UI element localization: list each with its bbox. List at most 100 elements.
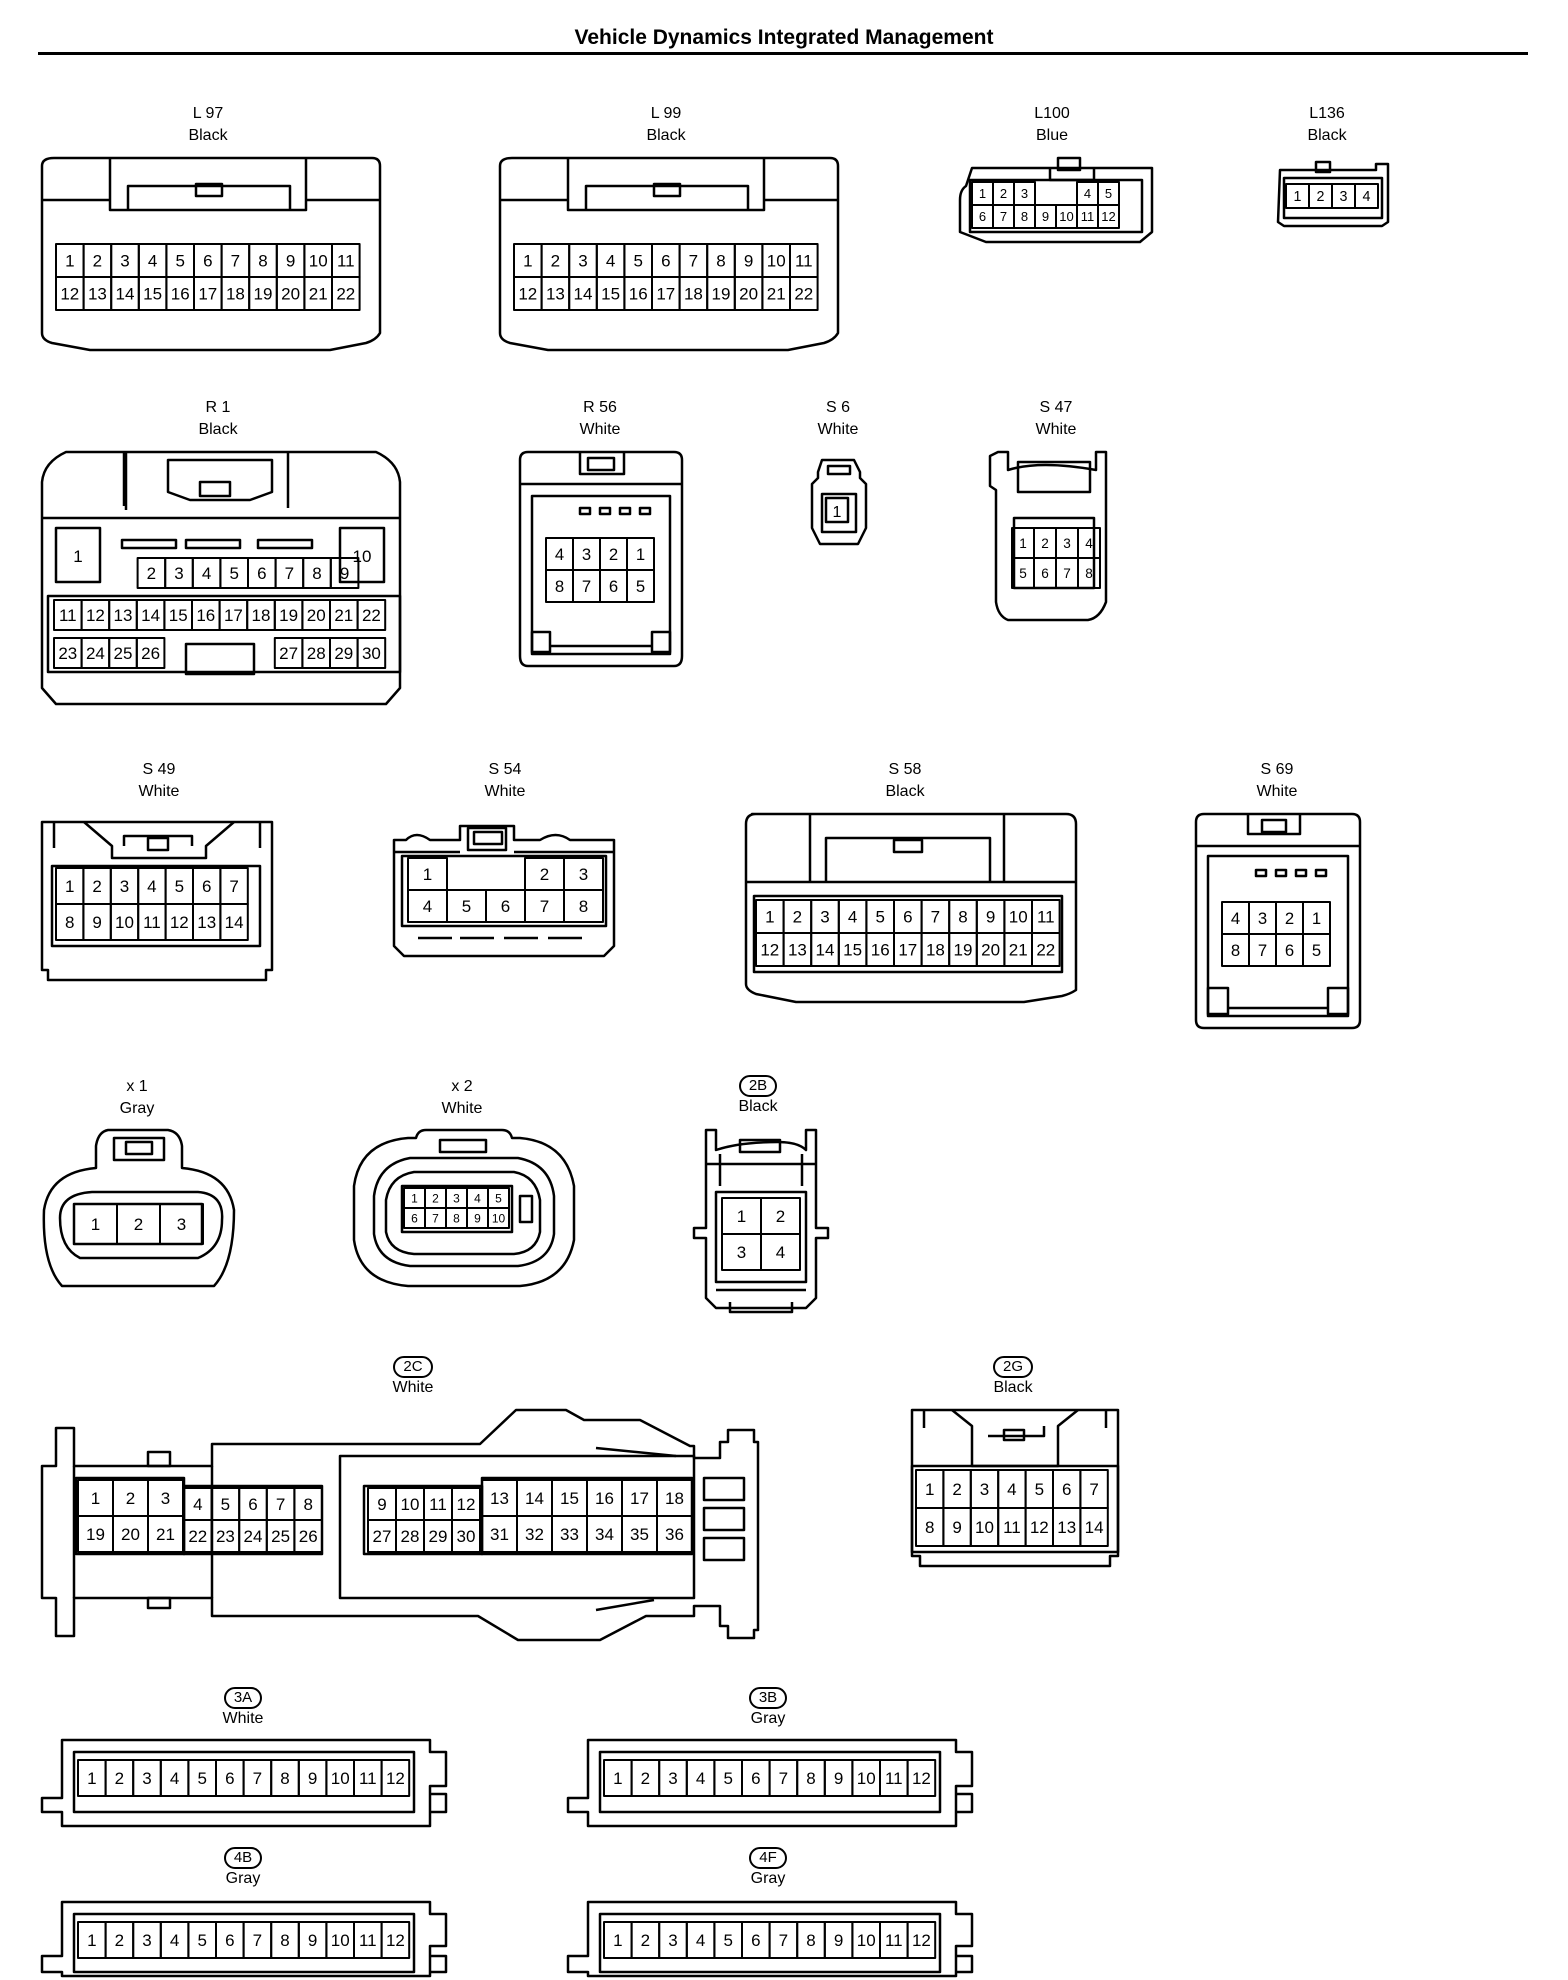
- pin-13: 13: [788, 941, 807, 960]
- pin-6: 6: [751, 1769, 760, 1788]
- pin-3: 3: [579, 865, 588, 884]
- header-R56: R 56 White: [550, 398, 650, 440]
- pin-30: 30: [457, 1527, 476, 1546]
- pin-18: 18: [252, 606, 271, 625]
- pin-3: 3: [980, 1480, 989, 1499]
- pin-2: 2: [432, 1191, 439, 1205]
- pin-8: 8: [579, 897, 588, 916]
- pin-16: 16: [171, 285, 190, 304]
- pin-9: 9: [308, 1931, 317, 1950]
- pin-22: 22: [362, 606, 381, 625]
- pin-cavity: [906, 1921, 937, 1959]
- pin-1: 1: [1019, 536, 1027, 551]
- pin-7: 7: [253, 1769, 262, 1788]
- pin-10: 10: [857, 1769, 876, 1788]
- pin-15: 15: [169, 606, 188, 625]
- pin-8: 8: [280, 1769, 289, 1788]
- pin-3: 3: [120, 252, 129, 271]
- pin-17: 17: [224, 606, 243, 625]
- pin-12: 12: [386, 1931, 405, 1950]
- pin-21: 21: [309, 285, 328, 304]
- connector-color: Gray: [750, 1710, 786, 1727]
- pin-1: 1: [925, 1480, 934, 1499]
- pin-17: 17: [630, 1489, 649, 1508]
- connector-code: L 99: [650, 105, 682, 122]
- connector-code: L100: [1034, 105, 1070, 122]
- connector-color: White: [1035, 421, 1077, 438]
- connector-code: 3B: [748, 1687, 788, 1709]
- pin-8: 8: [925, 1518, 934, 1537]
- pin-10: 10: [331, 1931, 350, 1950]
- pin-16: 16: [196, 606, 215, 625]
- pin-3: 3: [820, 908, 829, 927]
- header-R1: R 1 Black: [168, 398, 268, 440]
- pin-8: 8: [555, 577, 564, 596]
- pin-7: 7: [779, 1769, 788, 1788]
- pin-5: 5: [1019, 566, 1027, 581]
- pin-11: 11: [429, 1495, 447, 1514]
- pin-4: 4: [1085, 536, 1093, 551]
- pin-2: 2: [115, 1769, 124, 1788]
- pin-1: 1: [636, 545, 645, 564]
- pin-8: 8: [258, 252, 267, 271]
- connector-color: Black: [738, 1098, 778, 1115]
- header-L100: L100 Blue: [1002, 104, 1102, 146]
- pin-29: 29: [429, 1527, 448, 1546]
- pin-4: 4: [202, 564, 211, 583]
- pin-13: 13: [88, 285, 107, 304]
- pin-19: 19: [712, 285, 731, 304]
- pin-4: 4: [474, 1191, 481, 1205]
- pin-10: 10: [492, 1211, 506, 1225]
- connector-color: Black: [885, 783, 925, 800]
- pin-15: 15: [843, 941, 862, 960]
- pin-14: 14: [816, 941, 835, 960]
- pin-12: 12: [86, 606, 105, 625]
- pin-1: 1: [91, 1215, 100, 1234]
- pin-10: 10: [331, 1769, 350, 1788]
- pin-19: 19: [279, 606, 298, 625]
- pin-21: 21: [1009, 941, 1028, 960]
- connector-code: L136: [1309, 105, 1345, 122]
- header-S6: S 6 White: [788, 398, 888, 440]
- pin-13: 13: [114, 606, 133, 625]
- pin-2: 2: [952, 1480, 961, 1499]
- pin-20: 20: [307, 606, 326, 625]
- pin-25: 25: [271, 1527, 290, 1546]
- connector-color: Blue: [1035, 127, 1069, 144]
- pin-21: 21: [767, 285, 786, 304]
- pin-cavity: [563, 889, 604, 923]
- pin-11: 11: [885, 1769, 903, 1788]
- pin-3: 3: [1340, 189, 1348, 205]
- pin-14: 14: [116, 285, 135, 304]
- pin-12: 12: [170, 913, 189, 932]
- pin-8: 8: [65, 913, 74, 932]
- pin-24: 24: [86, 644, 105, 663]
- pin-5: 5: [1312, 941, 1321, 960]
- pin-1: 1: [613, 1931, 622, 1950]
- pin-1: 1: [87, 1931, 96, 1950]
- pin-9: 9: [952, 1518, 961, 1537]
- pin-2: 2: [93, 252, 102, 271]
- pin-11: 11: [359, 1769, 377, 1788]
- pin-10: 10: [309, 252, 328, 271]
- pin-29: 29: [334, 644, 353, 663]
- pin-1: 1: [65, 252, 74, 271]
- connector-code: S 69: [1260, 761, 1294, 778]
- pin-34: 34: [595, 1525, 614, 1544]
- pin-12: 12: [60, 285, 79, 304]
- connector-code: L 97: [192, 105, 224, 122]
- pin-13: 13: [546, 285, 565, 304]
- pin-5: 5: [723, 1931, 732, 1950]
- pin-3: 3: [668, 1769, 677, 1788]
- pin-2: 2: [1317, 189, 1325, 205]
- pin-12: 12: [518, 285, 537, 304]
- header-S54: S 54 White: [455, 760, 555, 802]
- pin-25: 25: [114, 644, 133, 663]
